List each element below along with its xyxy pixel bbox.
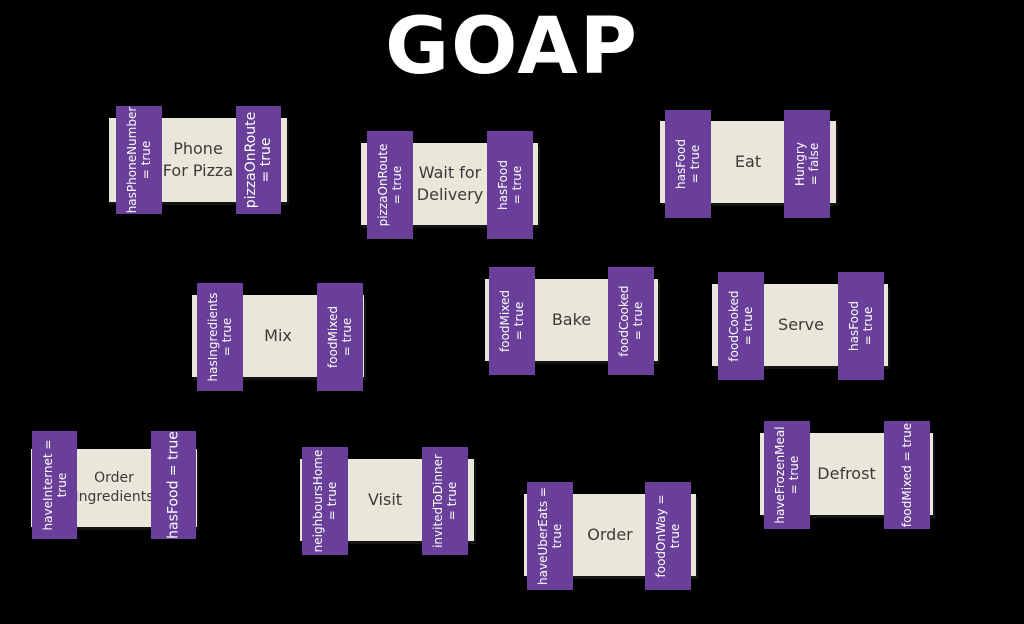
precondition-label: hasIngredients = true — [206, 292, 234, 382]
effect-label: hasFood = true — [496, 160, 524, 210]
precondition-tab: hasPhoneNumber = true — [116, 106, 162, 214]
precondition-label: hasFood = true — [674, 139, 702, 189]
effect-label: pizzaOnRoute = true — [242, 111, 274, 209]
effect-tab: foodMixed = true — [317, 283, 363, 391]
effect-label: foodOnWay = true — [654, 494, 682, 578]
action-name: Order — [587, 525, 633, 544]
effect-tab: hasFood = true — [838, 272, 884, 380]
diagram-title: GOAP — [385, 2, 639, 92]
effect-tab: foodCooked = true — [608, 267, 654, 375]
effect-label: hasFood = true — [165, 431, 181, 539]
precondition-tab: haveUberEats = true — [527, 482, 573, 590]
action-name: Order Ingredients — [74, 470, 154, 505]
action-name: Defrost — [817, 464, 876, 483]
precondition-tab: foodMixed = true — [489, 267, 535, 375]
action-name: Bake — [551, 310, 592, 329]
effect-label: foodMixed = true — [900, 422, 914, 528]
action-name: Eat — [734, 152, 762, 171]
action-name: Wait for Delivery — [416, 163, 484, 204]
precondition-label: haveUberEats = true — [536, 487, 564, 585]
action-name: Visit — [367, 490, 403, 509]
precondition-label: foodMixed = true — [498, 290, 526, 352]
effect-tab: foodOnWay = true — [645, 482, 691, 590]
precondition-tab: pizzaOnRoute = true — [367, 131, 413, 239]
action-name: Serve — [778, 315, 824, 334]
precondition-label: foodCooked = true — [727, 290, 755, 362]
effect-tab: pizzaOnRoute = true — [236, 106, 281, 214]
effect-label: hasFood = true — [847, 301, 875, 351]
precondition-label: hasPhoneNumber = true — [125, 106, 153, 214]
effect-tab: Hungry = false — [784, 110, 830, 218]
effect-label: foodCooked = true — [617, 285, 645, 357]
action-name: Phone For Pizza — [162, 139, 234, 180]
precondition-label: neighboursHome = true — [311, 449, 339, 553]
precondition-tab: hasFood = true — [665, 110, 711, 218]
precondition-label: haveInternet = true — [40, 439, 69, 531]
precondition-tab: neighboursHome = true — [302, 447, 348, 555]
precondition-tab: hasIngredients = true — [197, 283, 243, 391]
precondition-tab: foodCooked = true — [718, 272, 764, 380]
effect-tab: hasFood = true — [151, 431, 196, 539]
precondition-tab: haveInternet = true — [32, 431, 77, 539]
effect-label: invitedToDinner = true — [431, 454, 459, 548]
precondition-tab: haveFrozenMeal = true — [764, 421, 810, 529]
precondition-label: haveFrozenMeal = true — [773, 426, 801, 524]
effect-tab: foodMixed = true — [884, 421, 930, 529]
effect-tab: hasFood = true — [487, 131, 533, 239]
effect-tab: invitedToDinner = true — [422, 447, 468, 555]
effect-label: foodMixed = true — [326, 306, 354, 368]
precondition-label: pizzaOnRoute = true — [376, 143, 404, 227]
action-name: Mix — [264, 326, 292, 345]
effect-label: Hungry = false — [793, 142, 821, 186]
